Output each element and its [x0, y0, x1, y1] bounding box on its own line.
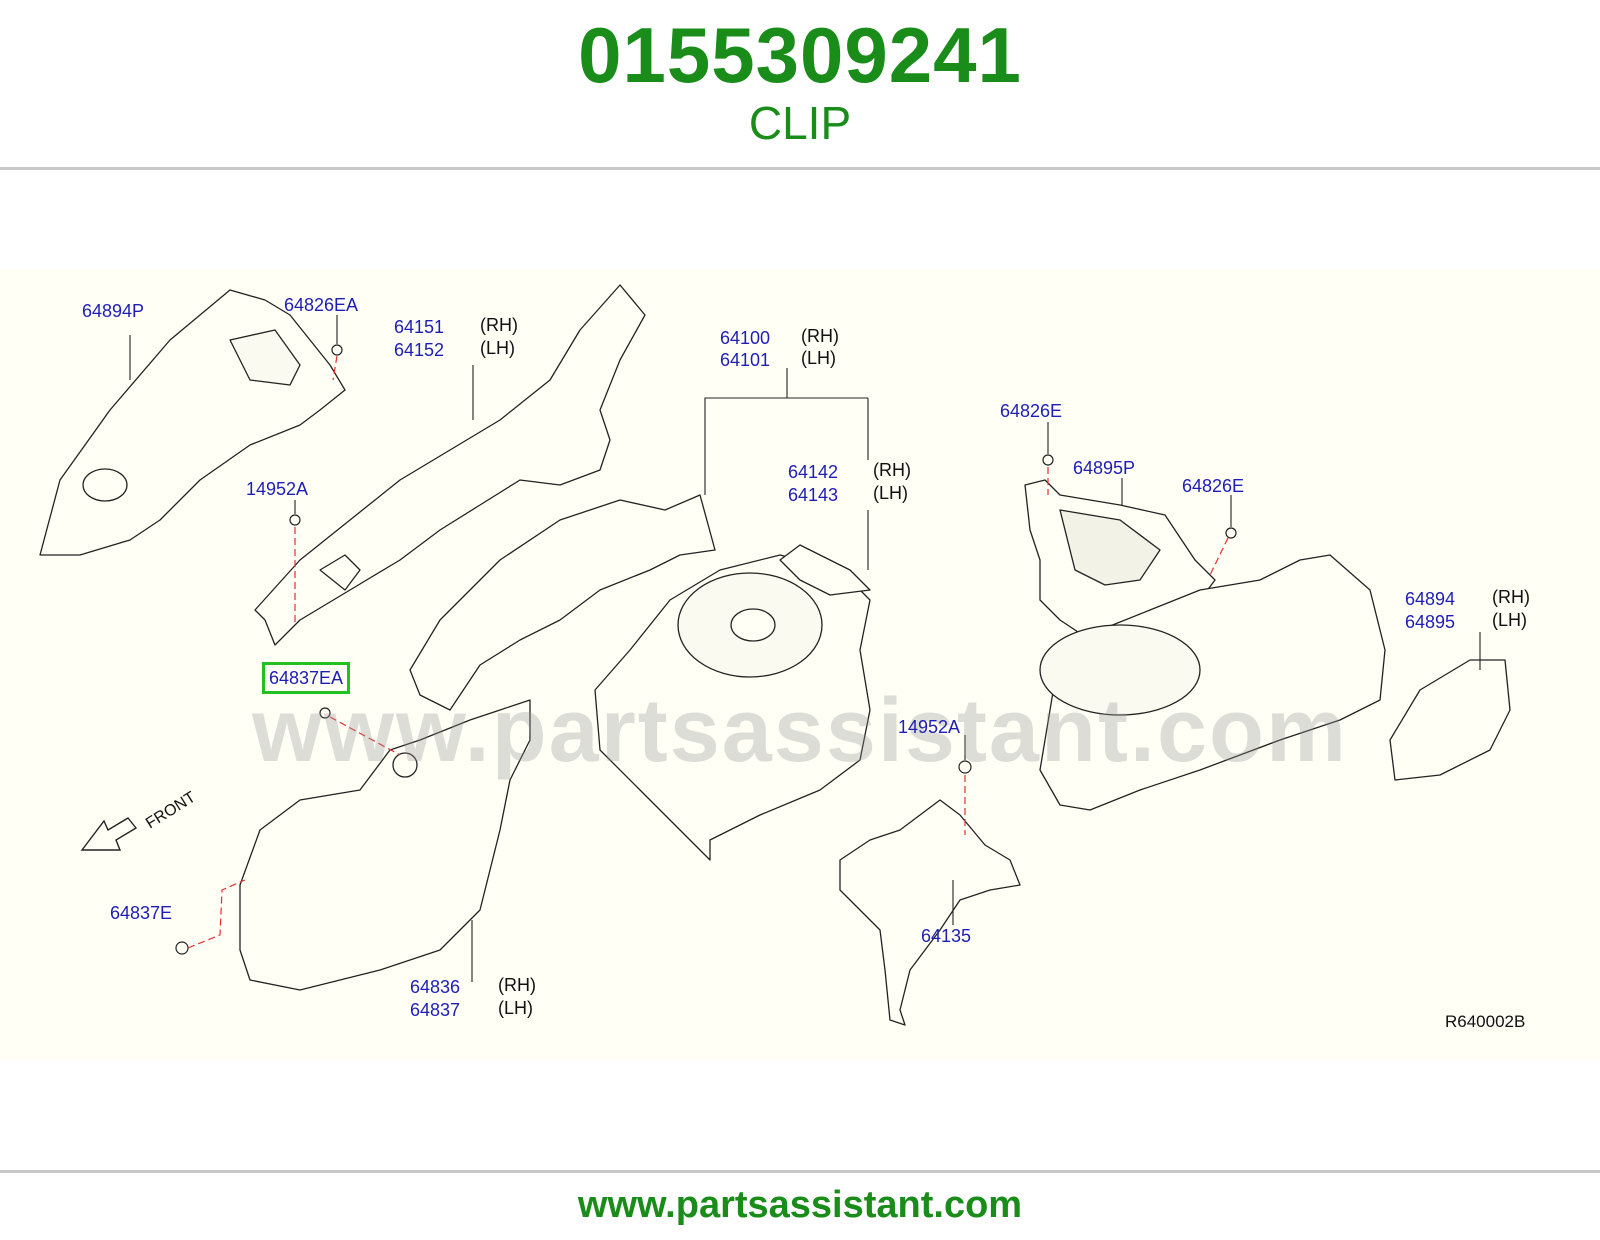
- label-64826EA[interactable]: 64826EA: [284, 295, 359, 315]
- rail-64151: [254, 284, 646, 646]
- parts-drawing: [39, 284, 1511, 1026]
- fastener-line-64826EA: [332, 355, 338, 381]
- housing-64894: [1039, 554, 1386, 811]
- pad-64894: [1389, 659, 1511, 781]
- label-64837E[interactable]: 64837E: [110, 903, 173, 923]
- label-64143[interactable]: 64143: [788, 485, 839, 505]
- parts-diagram: www.partsassistant.com 64894P 64826EA 64…: [0, 270, 1600, 1060]
- panel-64894P: [39, 289, 346, 556]
- label-64837EA[interactable]: 64837EA: [269, 668, 344, 688]
- label-64837[interactable]: 64837: [410, 1000, 461, 1020]
- part-number: 0155309241: [578, 11, 1022, 99]
- panel-64895P-window: [1059, 509, 1161, 586]
- clip-64837E: [175, 941, 189, 955]
- side-64151: (RH): [480, 315, 518, 335]
- top-divider: [0, 167, 1600, 170]
- front-arrow-icon: [80, 817, 138, 851]
- side-64894: (RH): [1492, 587, 1530, 607]
- side-64101: (LH): [801, 348, 836, 368]
- frame-64142-flange: [779, 544, 871, 596]
- leader-64100: [704, 368, 788, 495]
- side-64836: (RH): [498, 975, 536, 995]
- fastener-line-64837E: [187, 879, 246, 949]
- label-64100[interactable]: 64100: [720, 328, 771, 348]
- label-64895[interactable]: 64895: [1405, 612, 1456, 632]
- bottom-divider: [0, 1170, 1600, 1173]
- reference-code: R640002B: [1445, 1012, 1526, 1031]
- label-64894P[interactable]: 64894P: [82, 301, 145, 321]
- bolt-14952A-left: [289, 514, 301, 526]
- label-64836[interactable]: 64836: [410, 977, 461, 997]
- side-64895: (LH): [1492, 610, 1527, 630]
- label-64826E-right[interactable]: 64826E: [1182, 476, 1245, 496]
- fastener-line-64837EA: [329, 716, 401, 756]
- side-64142: (RH): [873, 460, 911, 480]
- label-64895P[interactable]: 64895P: [1073, 458, 1136, 478]
- rail-64151-bracket: [319, 554, 361, 591]
- header: 0155309241 CLIP: [0, 0, 1600, 168]
- housing-dome: [1039, 624, 1201, 716]
- fastener-line-64826E-right: [1209, 537, 1229, 576]
- clip-64826EA: [331, 344, 343, 356]
- panel-64894P-hole: [82, 468, 128, 502]
- bracket-64135: [839, 799, 1021, 1026]
- label-64135[interactable]: 64135: [921, 926, 972, 946]
- clip-64826E-top: [1042, 454, 1054, 466]
- label-64101[interactable]: 64101: [720, 350, 771, 370]
- side-64152: (LH): [480, 338, 515, 358]
- clip-64837EA: [319, 707, 331, 719]
- label-14952A-right[interactable]: 14952A: [898, 717, 961, 737]
- footer-url[interactable]: www.partsassistant.com: [577, 1184, 1023, 1226]
- panel-64836-hole: [392, 752, 418, 778]
- bolt-14952A-right: [958, 760, 972, 774]
- label-64151[interactable]: 64151: [394, 317, 445, 337]
- side-64837: (LH): [498, 998, 533, 1018]
- highlight-box[interactable]: 64837EA: [262, 662, 351, 694]
- side-64100: (RH): [801, 326, 839, 346]
- panel-64894P-recess: [229, 329, 301, 386]
- panel-64836: [239, 699, 531, 991]
- side-64143: (LH): [873, 483, 908, 503]
- label-64142[interactable]: 64142: [788, 462, 839, 482]
- label-64894[interactable]: 64894: [1405, 589, 1456, 609]
- label-64152[interactable]: 64152: [394, 340, 445, 360]
- label-64826E-top[interactable]: 64826E: [1000, 401, 1063, 421]
- frame-64142: [409, 494, 716, 711]
- label-14952A-left[interactable]: 14952A: [246, 479, 309, 499]
- strut-tower-hole: [730, 608, 776, 642]
- watermark: www.partsassistant.com: [251, 681, 1348, 781]
- part-description: CLIP: [748, 97, 852, 149]
- clip-64826E-right: [1225, 527, 1237, 539]
